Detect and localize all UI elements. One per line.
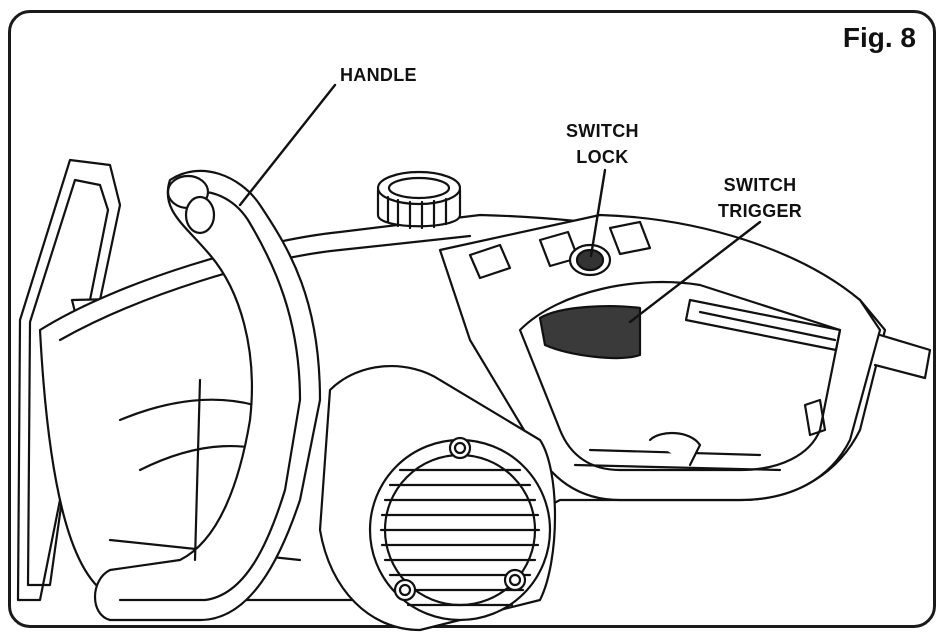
oil-cap	[376, 170, 462, 230]
switch-trigger-leader-line	[628, 220, 762, 324]
handle-label: HANDLE	[340, 62, 417, 88]
figure-frame	[8, 10, 936, 628]
handle-leader-line	[238, 83, 337, 207]
switch-lock-leader-line	[589, 168, 607, 258]
switch-lock-label-line2: LOCK	[576, 147, 629, 167]
switch-trigger-label-line2: TRIGGER	[718, 201, 803, 221]
switch-trigger-label-line1: SWITCH	[723, 175, 797, 195]
switch-lock-label: SWITCH LOCK	[566, 118, 639, 170]
switch-lock-label-line1: SWITCH	[566, 121, 639, 141]
handle-label-text: HANDLE	[340, 65, 417, 85]
switch-trigger-label: SWITCH TRIGGER	[718, 172, 802, 224]
motor-housing	[318, 365, 557, 632]
front-handle	[94, 169, 322, 622]
leader-lines	[238, 83, 762, 324]
figure-title: Fig. 8	[842, 22, 916, 53]
switch-lock-button	[568, 243, 612, 277]
switch-trigger	[538, 305, 642, 360]
